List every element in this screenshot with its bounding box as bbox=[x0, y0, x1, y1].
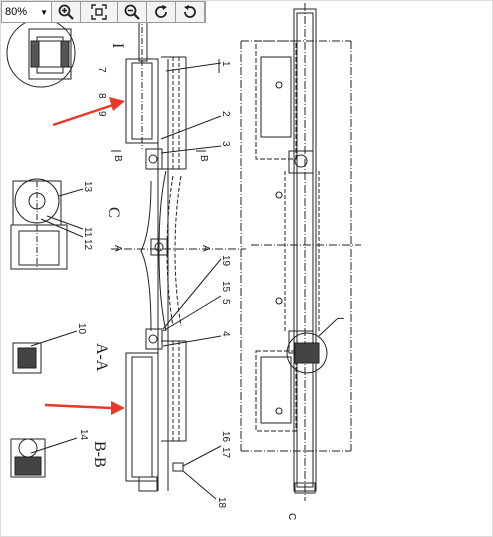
rotate-counterclockwise-icon bbox=[184, 5, 196, 18]
zoom-in-button[interactable] bbox=[52, 2, 81, 22]
part-label-3: 3 bbox=[220, 141, 231, 147]
detail-i-callout-circle bbox=[286, 332, 328, 374]
section-label-b-left: B bbox=[112, 155, 123, 162]
view-c-title: C bbox=[105, 207, 122, 218]
part-label-10: 10 bbox=[76, 323, 87, 335]
part-label-4: 4 bbox=[220, 331, 231, 337]
part-label-19: 19 bbox=[220, 255, 231, 267]
section-label-b-right: B bbox=[198, 155, 209, 162]
fit-page-icon bbox=[91, 4, 107, 20]
part-label-1: 1 bbox=[220, 61, 231, 67]
red-arrow-upper bbox=[52, 103, 114, 127]
view-i-title: I bbox=[109, 43, 126, 48]
view-bb-title: B-B bbox=[91, 441, 108, 468]
zoom-level-value: 80% bbox=[5, 6, 28, 18]
part-label-5: 5 bbox=[220, 299, 231, 305]
view-aa-title: A-A bbox=[93, 343, 110, 372]
section-label-a-left: A bbox=[112, 245, 123, 252]
zoom-out-button[interactable] bbox=[118, 2, 147, 22]
zoom-out-icon bbox=[124, 4, 140, 20]
rotate-clockwise-icon bbox=[155, 5, 167, 18]
part-label-7: 7 bbox=[96, 67, 107, 73]
section-label-a-right: A bbox=[200, 245, 211, 252]
part-label-18: 18 bbox=[216, 497, 227, 509]
part-label-16: 16 bbox=[220, 431, 231, 443]
rotate-counterclockwise-button[interactable] bbox=[176, 2, 205, 22]
zoom-in-icon bbox=[58, 4, 74, 20]
chevron-down-icon: ▼ bbox=[40, 7, 48, 17]
red-arrow-lower bbox=[44, 403, 112, 410]
part-label-14: 14 bbox=[78, 429, 89, 441]
zoom-level-select[interactable]: 80% ▼ bbox=[2, 2, 52, 22]
part-label-15: 15 bbox=[220, 281, 231, 293]
part-label-2: 2 bbox=[220, 111, 231, 117]
rotate-clockwise-button[interactable] bbox=[147, 2, 176, 22]
part-label-8: 8 bbox=[96, 93, 107, 99]
part-label-17: 17 bbox=[220, 447, 231, 459]
part-label-13: 13 bbox=[82, 181, 93, 193]
part-label-12: 12 bbox=[82, 239, 93, 251]
right-view-i-label: I bbox=[334, 317, 345, 320]
part-label-9: 9 bbox=[96, 111, 107, 117]
right-view-c-label: C bbox=[286, 513, 297, 520]
viewer-toolbar: 80% ▼ bbox=[1, 1, 206, 23]
part-label-11: 11 bbox=[82, 227, 93, 238]
fit-page-button[interactable] bbox=[81, 2, 118, 22]
